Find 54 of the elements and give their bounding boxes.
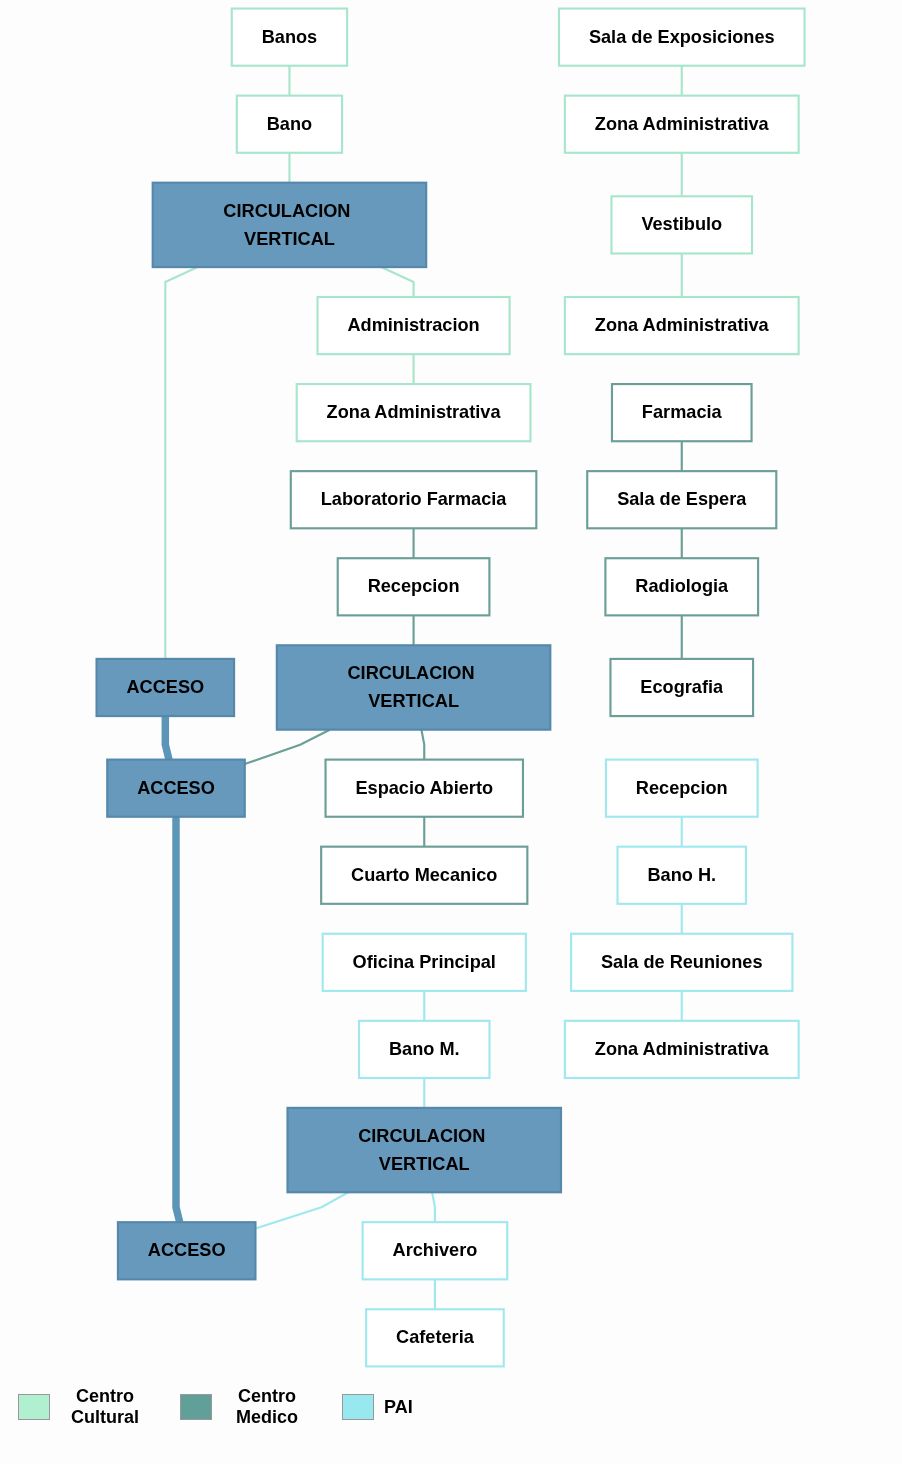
node-box: Cafeteria [365,1308,506,1368]
node-box: CIRCULACION VERTICAL [276,644,552,731]
node-box: Oficina Principal [322,932,528,992]
connector [681,816,684,847]
connector [423,816,426,847]
node-box: ACCESO [106,758,247,818]
node-box: Archivero [362,1221,509,1281]
connector [412,354,416,385]
node-box: Recepcion [605,758,760,818]
connector [681,253,684,297]
connector [681,65,684,96]
legend-label: Centro Cultural [70,1386,140,1428]
node-box: ACCESO [117,1221,257,1281]
connector [434,1279,437,1310]
node-box: Sala de Exposiciones [558,7,807,67]
node-box: Zona Administrativa [564,94,801,154]
legend-label: Centro Medico [235,1386,299,1428]
connector [681,990,684,1021]
node-box: Laboratorio Farmacia [290,470,538,530]
node-box: Radiologia [604,557,760,617]
connector [420,729,426,760]
node-box: Vestibulo [610,195,754,255]
connector [681,441,684,472]
connector [288,152,291,183]
node-box: Zona Administrativa [296,383,532,443]
connector [288,65,291,96]
node-box: Banos [231,7,349,67]
connector [681,528,684,559]
connector [431,1192,437,1223]
node-box: Espacio Abierto [324,758,525,818]
connector [412,528,416,559]
node-box: Zona Administrativa [564,295,801,356]
legend-label: PAI [384,1396,413,1418]
node-box: Cuarto Mecanico [320,845,529,905]
connector [423,1077,426,1108]
node-box: Sala de Reuniones [570,932,794,992]
node-box: Bano [236,94,344,154]
node-box: Zona Administrativa [564,1019,801,1080]
node-box: Administracion [316,295,512,356]
node-box: Bano H. [616,845,748,905]
node-box: CIRCULACION VERTICAL [286,1106,563,1194]
connector [681,152,684,197]
node-box: Bano M. [358,1019,491,1080]
connector [681,615,684,659]
node-box: Farmacia [611,383,754,443]
node-box: Sala de Espera [586,470,778,530]
node-box: CIRCULACION VERTICAL [152,181,428,269]
node-box: ACCESO [95,657,236,718]
node-box: Recepcion [337,557,491,617]
connector [162,716,174,761]
connector [412,615,416,646]
node-box: Ecografia [609,657,755,718]
connector [423,990,426,1021]
connector [681,903,684,934]
